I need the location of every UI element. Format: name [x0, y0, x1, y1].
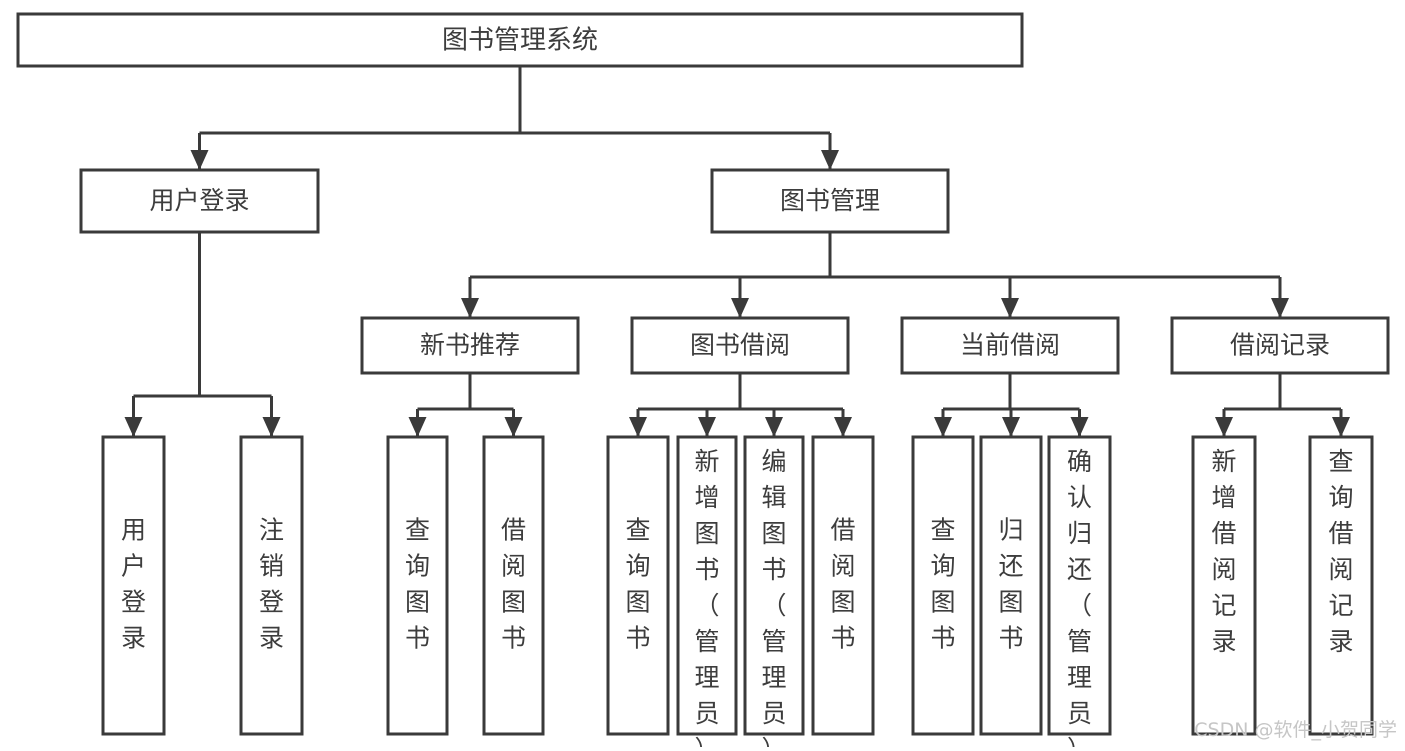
node-current-borrow-label: 当前借阅 [960, 331, 1060, 360]
node-current-borrow[interactable]: 当前借阅 [900, 316, 1120, 375]
leaf-borrow-record-0[interactable]: 新增借阅记录 [1191, 435, 1257, 736]
leaf-current-borrow-0[interactable]: 查询图书 [911, 435, 975, 736]
leaf-current-borrow-2-label: 确认归还（管理员） [1067, 447, 1092, 747]
node-book-manage-box [710, 168, 950, 234]
leaf-user-login-1-label: 注销登录 [259, 516, 284, 653]
node-book-manage-label: 图书管理 [780, 186, 880, 215]
leaf-user-login-0-box [101, 435, 166, 736]
node-book-borrow-label: 图书借阅 [690, 331, 790, 360]
node-new-book-recommend[interactable]: 新书推荐 [360, 316, 580, 375]
leaf-borrow-record-0-label: 新增借阅记录 [1211, 447, 1236, 656]
leaf-new-book-recommend-0[interactable]: 查询图书 [386, 435, 449, 736]
leaf-book-borrow-1[interactable]: 新增图书（管理员） [676, 435, 738, 751]
node-book-manage[interactable]: 图书管理 [710, 168, 950, 234]
leaf-current-borrow-1-label: 归还图书 [998, 516, 1023, 653]
node-borrow-record-box [1170, 316, 1390, 375]
leaf-book-borrow-3[interactable]: 借阅图书 [811, 435, 875, 736]
leaf-user-login-1[interactable]: 注销登录 [239, 435, 304, 736]
node-new-book-recommend-label: 新书推荐 [420, 331, 520, 360]
arrow-head-icon-current_borrow-0 [934, 417, 952, 437]
leaf-current-borrow-2[interactable]: 确认归还（管理员） [1047, 435, 1112, 751]
arrow-head-icon-level2-1 [821, 150, 839, 170]
arrow-head-icon-level3-3 [1271, 298, 1289, 318]
leaf-user-login-0[interactable]: 用户登录 [101, 435, 166, 736]
leaf-new-book-recommend-1-box [482, 435, 545, 736]
leaf-borrow-record-1-label: 查询借阅记录 [1328, 447, 1353, 656]
leaf-new-book-recommend-0-label: 查询图书 [405, 516, 430, 653]
leaf-new-book-recommend-0-box [386, 435, 449, 736]
node-user-login[interactable]: 用户登录 [79, 168, 320, 234]
leaf-user-login-1-box [239, 435, 304, 736]
arrow-head-icon-book_borrow-2 [765, 417, 783, 437]
leaf-current-borrow-1[interactable]: 归还图书 [979, 435, 1043, 736]
node-borrow-record[interactable]: 借阅记录 [1170, 316, 1390, 375]
leaf-book-borrow-3-label: 借阅图书 [830, 516, 855, 653]
arrow-head-icon-user_login-0 [124, 417, 143, 437]
arrow-head-icon-level3-1 [731, 298, 749, 318]
leaf-new-book-recommend-1[interactable]: 借阅图书 [482, 435, 545, 736]
leaf-book-borrow-1-label: 新增图书（管理员） [694, 447, 719, 747]
arrow-head-icon-borrow_record-0 [1215, 417, 1233, 437]
leaf-new-book-recommend-1-label: 借阅图书 [501, 516, 526, 653]
arrow-head-icon-new_book_recommend-0 [408, 417, 427, 437]
arrow-head-icon-user_login-1 [262, 417, 281, 437]
arrow-head-icon-book_borrow-3 [834, 417, 852, 437]
node-user-login-label: 用户登录 [149, 186, 249, 215]
leaf-book-borrow-1-box [676, 435, 738, 736]
leaf-borrow-record-1-box [1308, 435, 1374, 736]
arrow-head-icon-level2-0 [190, 150, 209, 170]
leaf-user-login-0-label: 用户登录 [121, 516, 146, 653]
leaf-book-borrow-0-label: 查询图书 [625, 516, 650, 653]
arrow-head-icon-borrow_record-1 [1332, 417, 1350, 437]
node-book-borrow-box [630, 316, 850, 375]
node-user-login-box [79, 168, 320, 234]
leaf-book-borrow-0[interactable]: 查询图书 [606, 435, 670, 736]
node-current-borrow-box [900, 316, 1120, 375]
leaf-current-borrow-1-box [979, 435, 1043, 736]
leaf-current-borrow-0-label: 查询图书 [930, 516, 955, 653]
arrow-head-icon-book_borrow-0 [629, 417, 647, 437]
leaf-borrow-record-1[interactable]: 查询借阅记录 [1308, 435, 1374, 736]
leaf-book-borrow-0-box [606, 435, 670, 736]
node-borrow-record-label: 借阅记录 [1230, 331, 1330, 360]
node-root-system-box [16, 12, 1024, 68]
arrow-head-icon-level3-0 [461, 298, 479, 318]
watermark: CSDN @软件_小贺同学 [1194, 719, 1397, 741]
leaf-current-borrow-0-box [911, 435, 975, 736]
arrow-head-icon-current_borrow-1 [1002, 417, 1020, 437]
node-root-system[interactable]: 图书管理系统 [16, 12, 1024, 68]
leaf-current-borrow-2-box [1047, 435, 1112, 736]
leaf-book-borrow-2[interactable]: 编辑图书（管理员） [743, 435, 805, 751]
leaf-borrow-record-0-box [1191, 435, 1257, 736]
leaf-book-borrow-2-label: 编辑图书（管理员） [761, 447, 786, 747]
node-book-borrow[interactable]: 图书借阅 [630, 316, 850, 375]
arrow-head-icon-level3-2 [1001, 298, 1019, 318]
arrow-head-icon-book_borrow-1 [698, 417, 716, 437]
leaf-book-borrow-3-box [811, 435, 875, 736]
arrow-head-icon-new_book_recommend-1 [504, 417, 523, 437]
node-new-book-recommend-box [360, 316, 580, 375]
leaf-book-borrow-2-box [743, 435, 805, 736]
node-root-system-label: 图书管理系统 [442, 26, 598, 56]
arrow-head-icon-current_borrow-2 [1070, 417, 1089, 437]
